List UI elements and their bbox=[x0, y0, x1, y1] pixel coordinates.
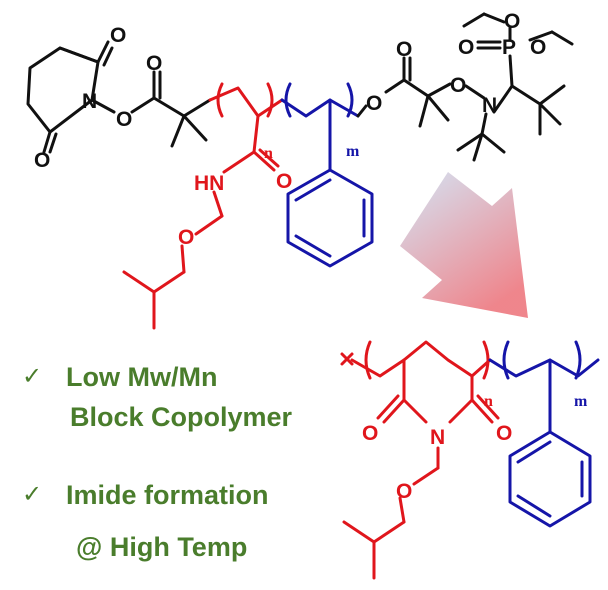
oxygen-label: O bbox=[276, 170, 292, 193]
repeat-index-n: n bbox=[264, 145, 273, 162]
oxygen-label: O bbox=[366, 92, 382, 115]
nitrogen-label: N bbox=[82, 90, 97, 113]
reaction-arrow-icon bbox=[400, 172, 528, 318]
isobutyrate-linker bbox=[130, 70, 212, 148]
highlight-line-3: Imide formation bbox=[66, 480, 269, 510]
highlight-line-1: Low Mw/Mn bbox=[66, 362, 217, 392]
highlight-line-4: @ High Temp bbox=[76, 532, 247, 562]
repeat-index-m: m bbox=[574, 393, 588, 410]
succinimide-group bbox=[26, 40, 116, 154]
oxygen-label: O bbox=[34, 149, 50, 172]
oxygen-label: O bbox=[458, 36, 474, 59]
highlight-line-2: Block Copolymer bbox=[70, 402, 293, 432]
oxygen-label: O bbox=[110, 24, 126, 47]
oxygen-label: O bbox=[450, 74, 466, 97]
check-icon: ✓ bbox=[22, 480, 42, 508]
styrene-repeat-unit bbox=[280, 82, 374, 268]
imide-block-copolymer: O O N O n m bbox=[340, 340, 600, 580]
oxygen-label: O bbox=[504, 10, 520, 33]
oxygen-label: O bbox=[116, 108, 132, 131]
acrylamide-repeat-unit bbox=[122, 82, 284, 330]
nitrogen-label: N bbox=[482, 94, 497, 117]
phosphorus-label: P bbox=[502, 36, 516, 59]
oxygen-label: O bbox=[178, 226, 194, 249]
nitrogen-label: N bbox=[430, 426, 445, 449]
styrene-repeat-unit bbox=[488, 340, 600, 528]
oxygen-label: O bbox=[496, 422, 512, 445]
oxygen-label: O bbox=[362, 422, 378, 445]
oxygen-label: O bbox=[146, 52, 162, 75]
highlights: ✓ Low Mw/Mn Block Copolymer ✓ Imide form… bbox=[22, 362, 293, 562]
alkoxyamine-end-group bbox=[356, 12, 574, 162]
oxygen-label: O bbox=[530, 36, 546, 59]
oxygen-label: O bbox=[396, 38, 412, 61]
check-icon: ✓ bbox=[22, 362, 42, 390]
oxygen-label: O bbox=[396, 480, 412, 503]
starting-block-copolymer: O O N O O O HN bbox=[26, 10, 574, 330]
repeat-index-m: m bbox=[346, 143, 360, 160]
amide-nh-label: HN bbox=[194, 172, 224, 195]
repeat-index-n: n bbox=[484, 393, 493, 410]
glutarimide-repeat-unit bbox=[340, 340, 500, 580]
